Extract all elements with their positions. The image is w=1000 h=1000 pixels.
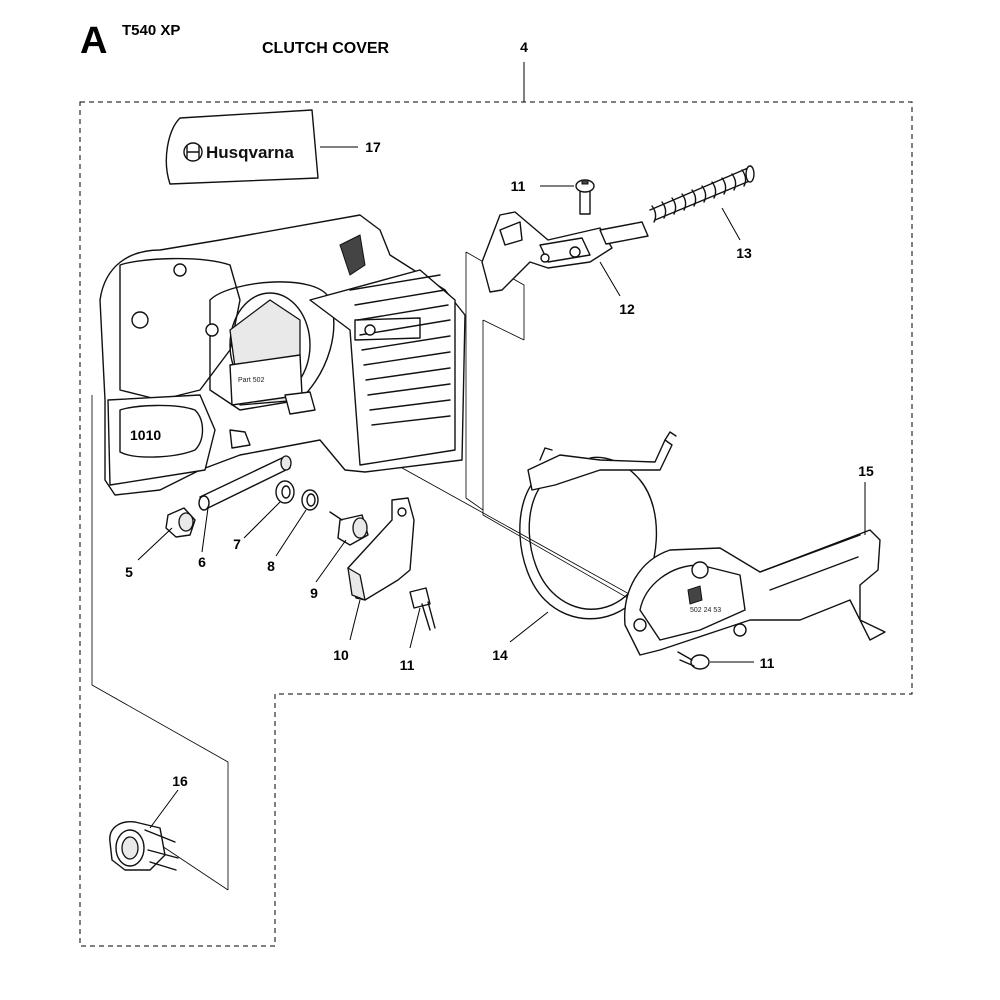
callout-5: 5 — [125, 564, 133, 580]
part-16-nipple — [109, 821, 179, 871]
callout-16: 16 — [172, 773, 188, 789]
part-11-screw-c — [677, 651, 710, 670]
part-10-guide-plate — [347, 497, 415, 601]
leader-13 — [721, 207, 741, 241]
callout-15: 15 — [858, 463, 874, 479]
model-name: T540 XP — [122, 22, 181, 39]
part-9-nut — [329, 511, 369, 546]
leader-6 — [201, 507, 209, 553]
callout-11-right: 11 — [760, 655, 775, 671]
leader-9 — [315, 539, 347, 583]
guide-line-16 — [91, 395, 229, 890]
leader-12 — [599, 261, 621, 297]
diagram-title: CLUTCH COVER — [262, 40, 390, 57]
part-12-brake-lever — [481, 211, 649, 293]
section-letter: A — [80, 20, 108, 62]
callout-4: 4 — [520, 39, 528, 55]
callout-12: 12 — [619, 301, 635, 317]
part-7-washer — [275, 480, 295, 504]
housing-stamp: Part 502 — [238, 377, 265, 384]
clutch-cover-housing: 1010 Part 502 — [99, 214, 466, 496]
part-8-ring — [301, 489, 319, 511]
guide-line-12b — [482, 320, 641, 606]
leader-16 — [149, 789, 179, 829]
callout-11-left: 11 — [400, 657, 415, 673]
cover-stamp: 502 24 53 — [690, 607, 721, 614]
callout-14: 14 — [492, 647, 508, 663]
leader-5 — [137, 527, 173, 561]
callout-10: 10 — [333, 647, 349, 663]
part-17-decal: Husqvarna — [165, 109, 319, 185]
part-11-screw-a — [409, 587, 436, 631]
callout-11-top: 11 — [511, 178, 526, 194]
leader-11a — [409, 607, 421, 649]
callout-6: 6 — [198, 554, 206, 570]
part-6-pin — [198, 455, 292, 511]
callout-13: 13 — [736, 245, 752, 261]
leader-8 — [275, 509, 307, 557]
leader-7 — [243, 501, 281, 539]
guide-line-12a — [465, 252, 484, 511]
leader-10 — [349, 599, 361, 641]
part-13-spring — [649, 165, 755, 223]
part-15-brake-cover: 502 24 53 — [623, 529, 886, 656]
assembly-frame — [79, 101, 913, 947]
housing-logo-mark: 1010 — [130, 427, 161, 443]
decal-brand-text: Husqvarna — [206, 143, 294, 162]
callout-7: 7 — [233, 536, 241, 552]
leader-14 — [509, 611, 549, 643]
callout-8: 8 — [267, 558, 275, 574]
callout-17: 17 — [365, 139, 381, 155]
part-5-bushing — [165, 507, 196, 538]
part-11-screw-b — [575, 179, 595, 215]
guide-line-12d — [482, 319, 525, 341]
callout-9: 9 — [310, 585, 318, 601]
